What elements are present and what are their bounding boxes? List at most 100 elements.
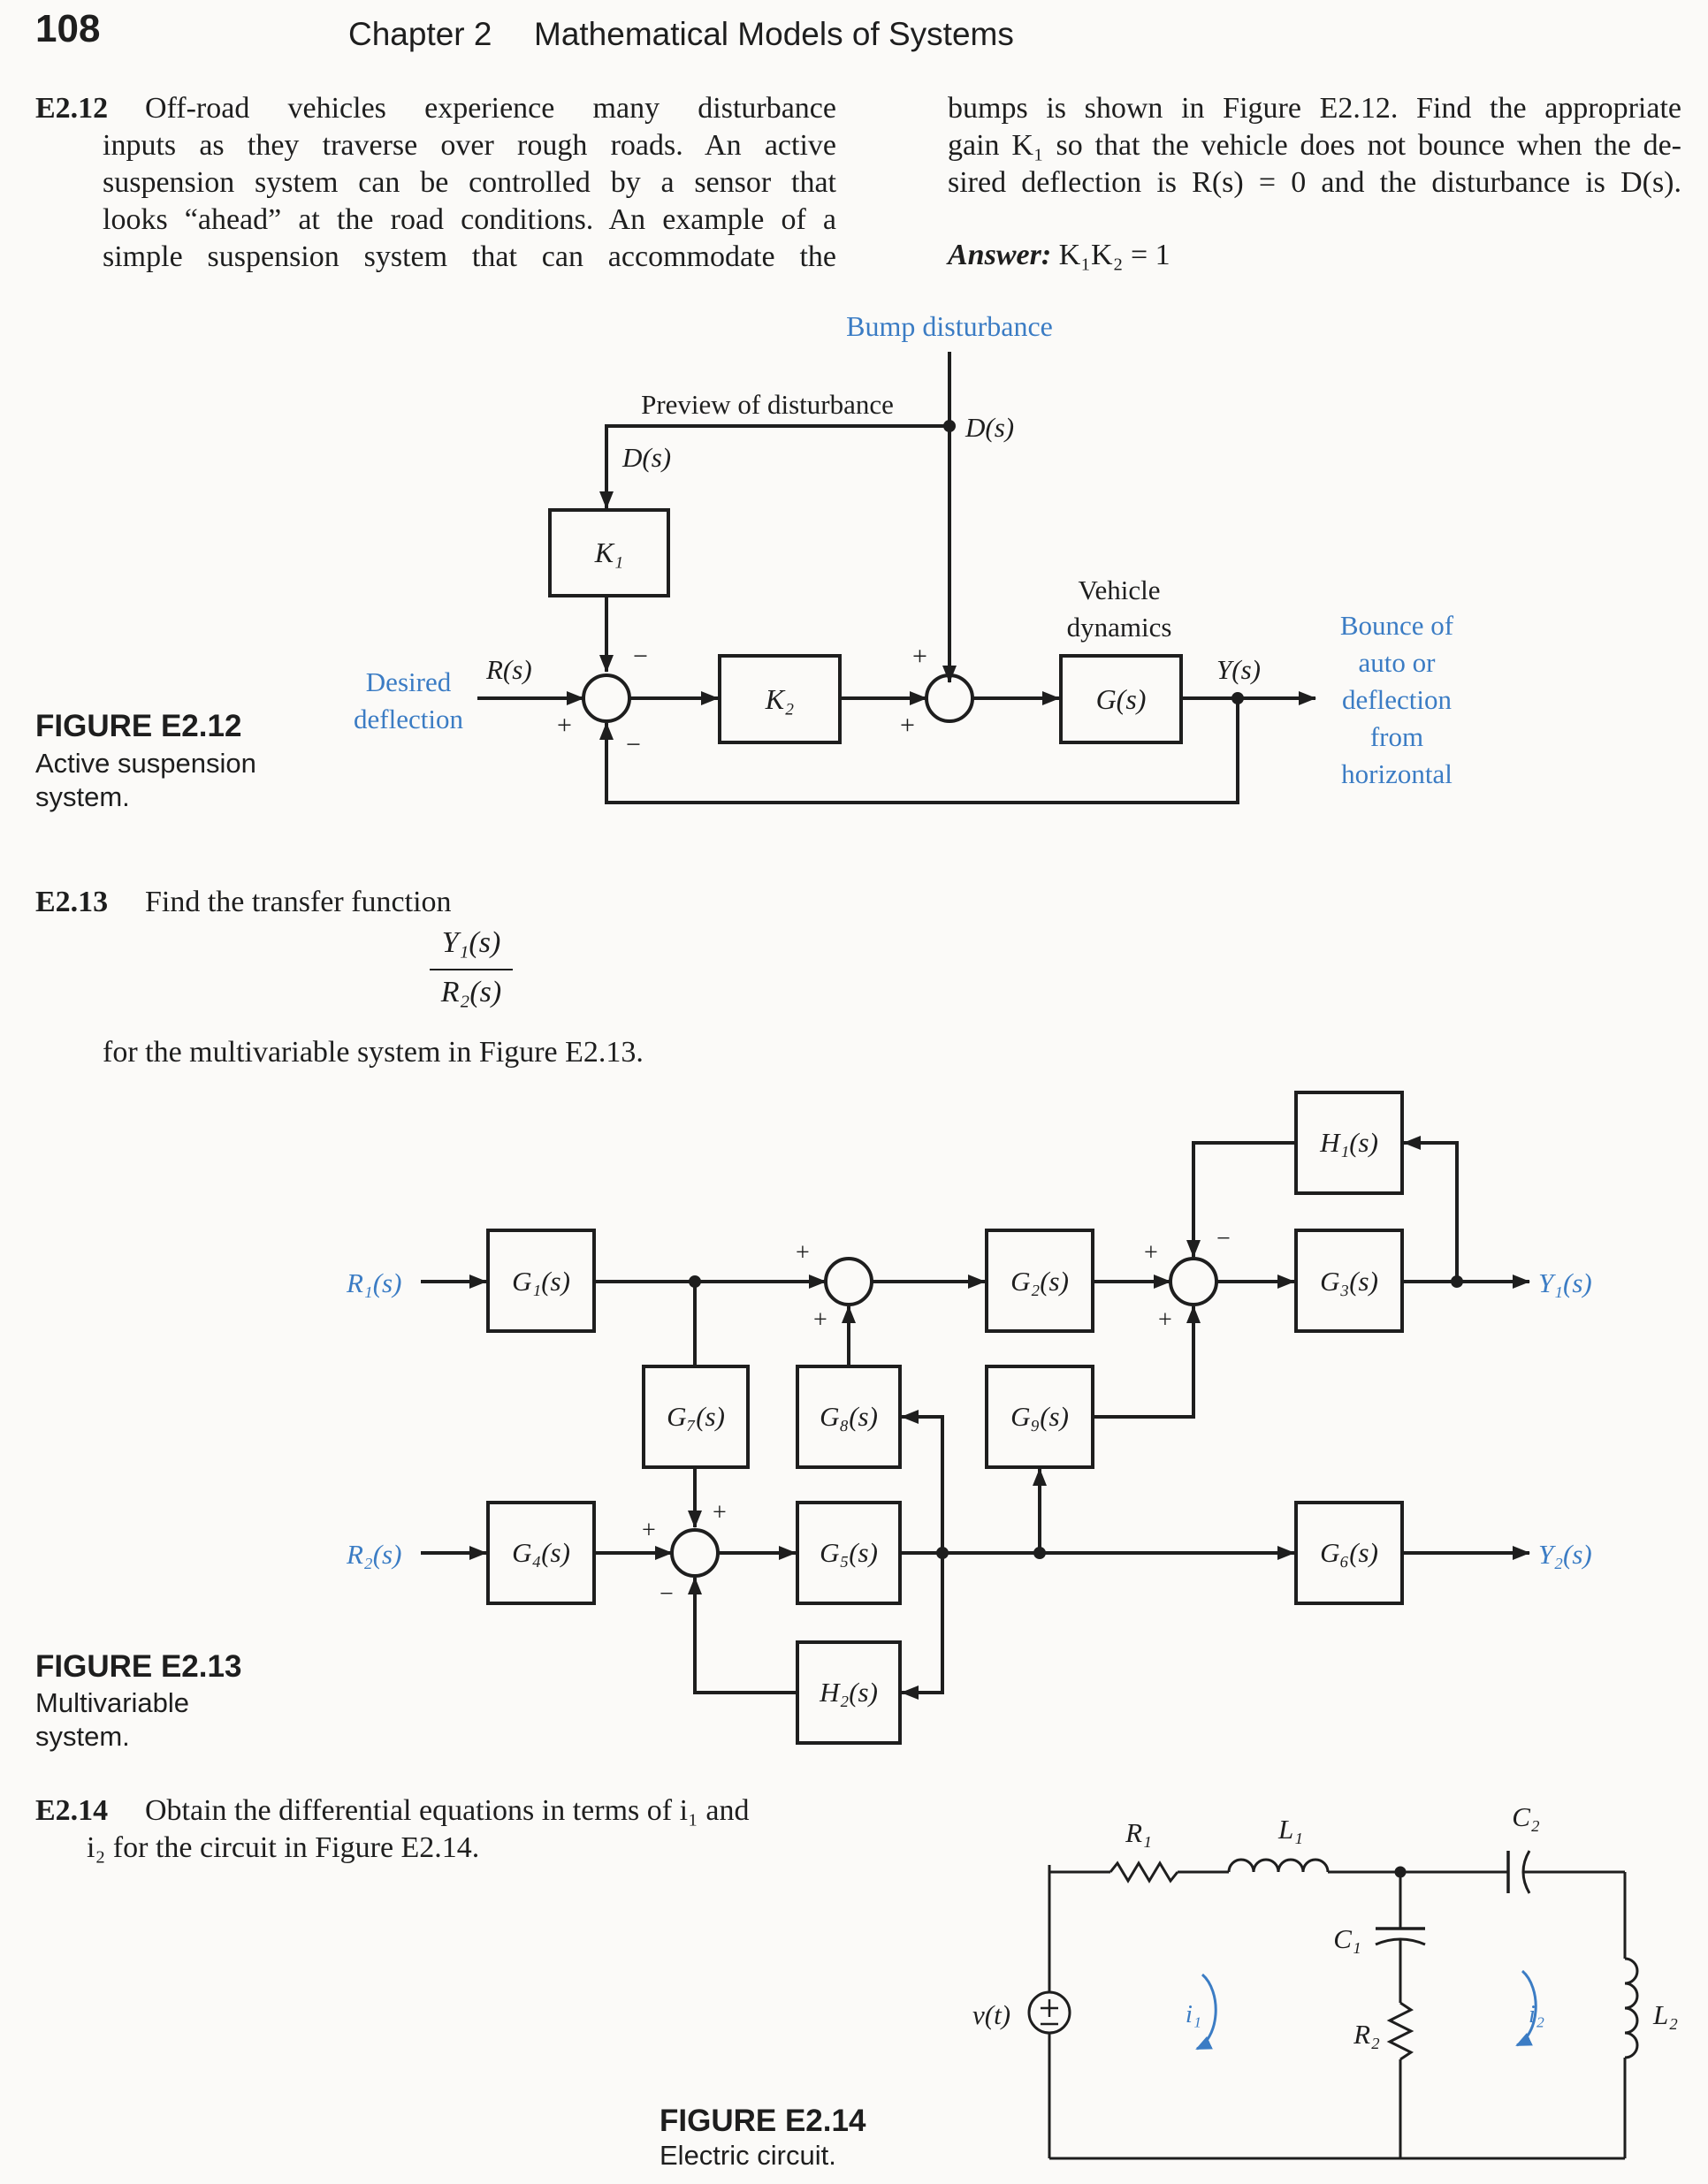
r2-label: R₂(s) xyxy=(346,1539,401,1570)
e2-14-line-1: Obtain the differential equations in ter… xyxy=(145,1794,750,1827)
sign-b-left: + xyxy=(1144,1239,1158,1267)
sign-d-plus: + xyxy=(912,642,927,671)
figure-e2-13-diagram xyxy=(421,1091,1530,1745)
figure-e2-12-caption-1: Active suspension xyxy=(35,748,256,779)
h2-input-line xyxy=(901,1553,944,1700)
i1-loop-arrow xyxy=(1195,1973,1217,2051)
bump-disturbance-label: Bump disturbance xyxy=(846,310,1053,342)
e2-12-line-1: Off-road vehicles experience many distur… xyxy=(145,92,836,125)
g7-label: G₇(s) xyxy=(667,1401,725,1432)
g9-label: G₉(s) xyxy=(1010,1401,1069,1432)
output-label-1: Bounce of xyxy=(1340,610,1454,641)
e2-13-text: Find the transfer function xyxy=(145,886,452,918)
page-number: 108 xyxy=(35,7,101,50)
r2-resistor xyxy=(1386,2001,1414,2061)
e2-12-answer: Answer: K₁K₂ = 1 xyxy=(948,237,1170,274)
e2-14-number: E2.14 xyxy=(35,1794,109,1827)
e2-12-number: E2.12 xyxy=(35,92,109,125)
chapter-title: Mathematical Models of Systems xyxy=(534,16,1014,52)
e2-12-line-3: suspension system can be controlled by a… xyxy=(103,166,836,199)
desired-deflection-label-2: deflection xyxy=(354,704,463,734)
figure-e2-14-title: FIGURE E2.14 xyxy=(660,2104,866,2138)
sign-b-bottom: + xyxy=(1158,1306,1172,1334)
preview-label: Preview of disturbance xyxy=(641,389,894,420)
r1-resistor xyxy=(1109,1861,1179,1883)
sign-k1-minus: − xyxy=(633,642,648,671)
e2-12-line-2: inputs as they traverse over rough roads… xyxy=(103,129,836,162)
g9-output-line xyxy=(1093,1305,1201,1419)
l1-label: L₁ xyxy=(1277,1814,1303,1845)
fraction-bar xyxy=(430,969,513,970)
h1-output-line xyxy=(1186,1141,1296,1258)
sign-c-bottom: − xyxy=(660,1580,674,1608)
figure-e2-12-diagram xyxy=(477,352,1316,804)
vehicle-dynamics-label-2: dynamics xyxy=(1067,612,1172,643)
sign-a-bottom: + xyxy=(813,1306,827,1334)
sign-c-left: + xyxy=(642,1517,656,1544)
y1-label: Y₁(s) xyxy=(1538,1267,1592,1298)
voltage-source xyxy=(1027,1990,1071,2035)
d-label-left: D(s) xyxy=(621,442,671,473)
i2-loop-arrow xyxy=(1515,1969,1537,2047)
e2-12-right-line-3: sired deflection is R(s) = 0 and the dis… xyxy=(948,166,1681,199)
figure-e2-14-diagram xyxy=(1027,1850,1639,2160)
r1-label: R₁ xyxy=(1125,1817,1152,1848)
feedback-line xyxy=(599,698,1239,804)
output-label-2: auto or xyxy=(1359,647,1437,678)
figure-e2-13-title: FIGURE E2.13 xyxy=(35,1649,242,1684)
source-label: v(t) xyxy=(972,1999,1010,2030)
sum-b xyxy=(1169,1257,1218,1306)
g8-label: G₈(s) xyxy=(820,1401,878,1432)
e2-12-line-5: simple suspension system that can accomm… xyxy=(103,240,836,273)
sum-a xyxy=(824,1257,873,1306)
figure-e2-12-title: FIGURE E2.12 xyxy=(35,709,242,743)
l2-inductor xyxy=(1624,1957,1639,2059)
tf-numerator: Y₁(s) xyxy=(441,926,501,959)
figure-e2-13-caption-2: system. xyxy=(35,1721,130,1752)
e2-12-right-line-1: bumps is shown in Figure E2.12. Find the… xyxy=(948,92,1681,125)
g2-label: G₂(s) xyxy=(1010,1266,1069,1297)
summing-junction-1 xyxy=(582,673,631,723)
g6-label: G₆(s) xyxy=(1320,1537,1378,1568)
output-label-5: horizontal xyxy=(1341,758,1453,789)
k1-block xyxy=(548,508,670,597)
sign-c-top: + xyxy=(713,1499,727,1526)
figure-e2-13-caption-1: Multivariable xyxy=(35,1687,190,1718)
vehicle-dynamics-label-1: Vehicle xyxy=(1079,575,1161,605)
sign-k2-plus: + xyxy=(900,711,915,740)
output-label-3: deflection xyxy=(1342,684,1452,715)
sign-r-plus: + xyxy=(557,711,572,740)
h2-output-line xyxy=(688,1577,797,1694)
g-label: G(s) xyxy=(1096,683,1147,715)
sign-feedback-minus: − xyxy=(626,730,641,759)
sign-b-top: − xyxy=(1216,1225,1231,1252)
r1-label: R₁(s) xyxy=(346,1267,401,1298)
l2-label: L₂ xyxy=(1652,1999,1678,2030)
e2-13-text-after: for the multivariable system in Figure E… xyxy=(103,1036,644,1069)
y-label: Y(s) xyxy=(1216,654,1261,685)
k2-label: K₂ xyxy=(765,683,794,715)
tf-denominator: R₂(s) xyxy=(440,976,502,1008)
g3-label: G₃(s) xyxy=(1320,1266,1378,1297)
l1-inductor xyxy=(1227,1858,1330,1873)
g5-label: G₅(s) xyxy=(820,1537,878,1568)
k1-label: K₁ xyxy=(594,536,623,568)
e2-13-number: E2.13 xyxy=(35,886,109,918)
y2-label: Y₂(s) xyxy=(1538,1539,1592,1570)
g4-label: G₄(s) xyxy=(512,1537,570,1568)
h1-input-line xyxy=(1403,1136,1459,1282)
e2-12-right-line-2: gain K₁ so that the vehicle does not bou… xyxy=(948,129,1681,162)
r2-label: R₂ xyxy=(1353,2019,1380,2050)
chapter-label: Chapter 2 xyxy=(348,16,492,52)
h2-label: H₂(s) xyxy=(819,1677,878,1708)
preview-line xyxy=(599,424,949,509)
output-label-4: from xyxy=(1370,721,1423,752)
c2-label: C₂ xyxy=(1512,1801,1540,1832)
figure-e2-14-caption: Electric circuit. xyxy=(660,2140,836,2171)
d-label-right: D(s) xyxy=(965,412,1014,443)
c1-label: C₁ xyxy=(1333,1923,1361,1954)
h1-label: H₁(s) xyxy=(1319,1127,1378,1158)
r-label: R(s) xyxy=(485,654,532,685)
g8-input-line xyxy=(901,1410,944,1553)
